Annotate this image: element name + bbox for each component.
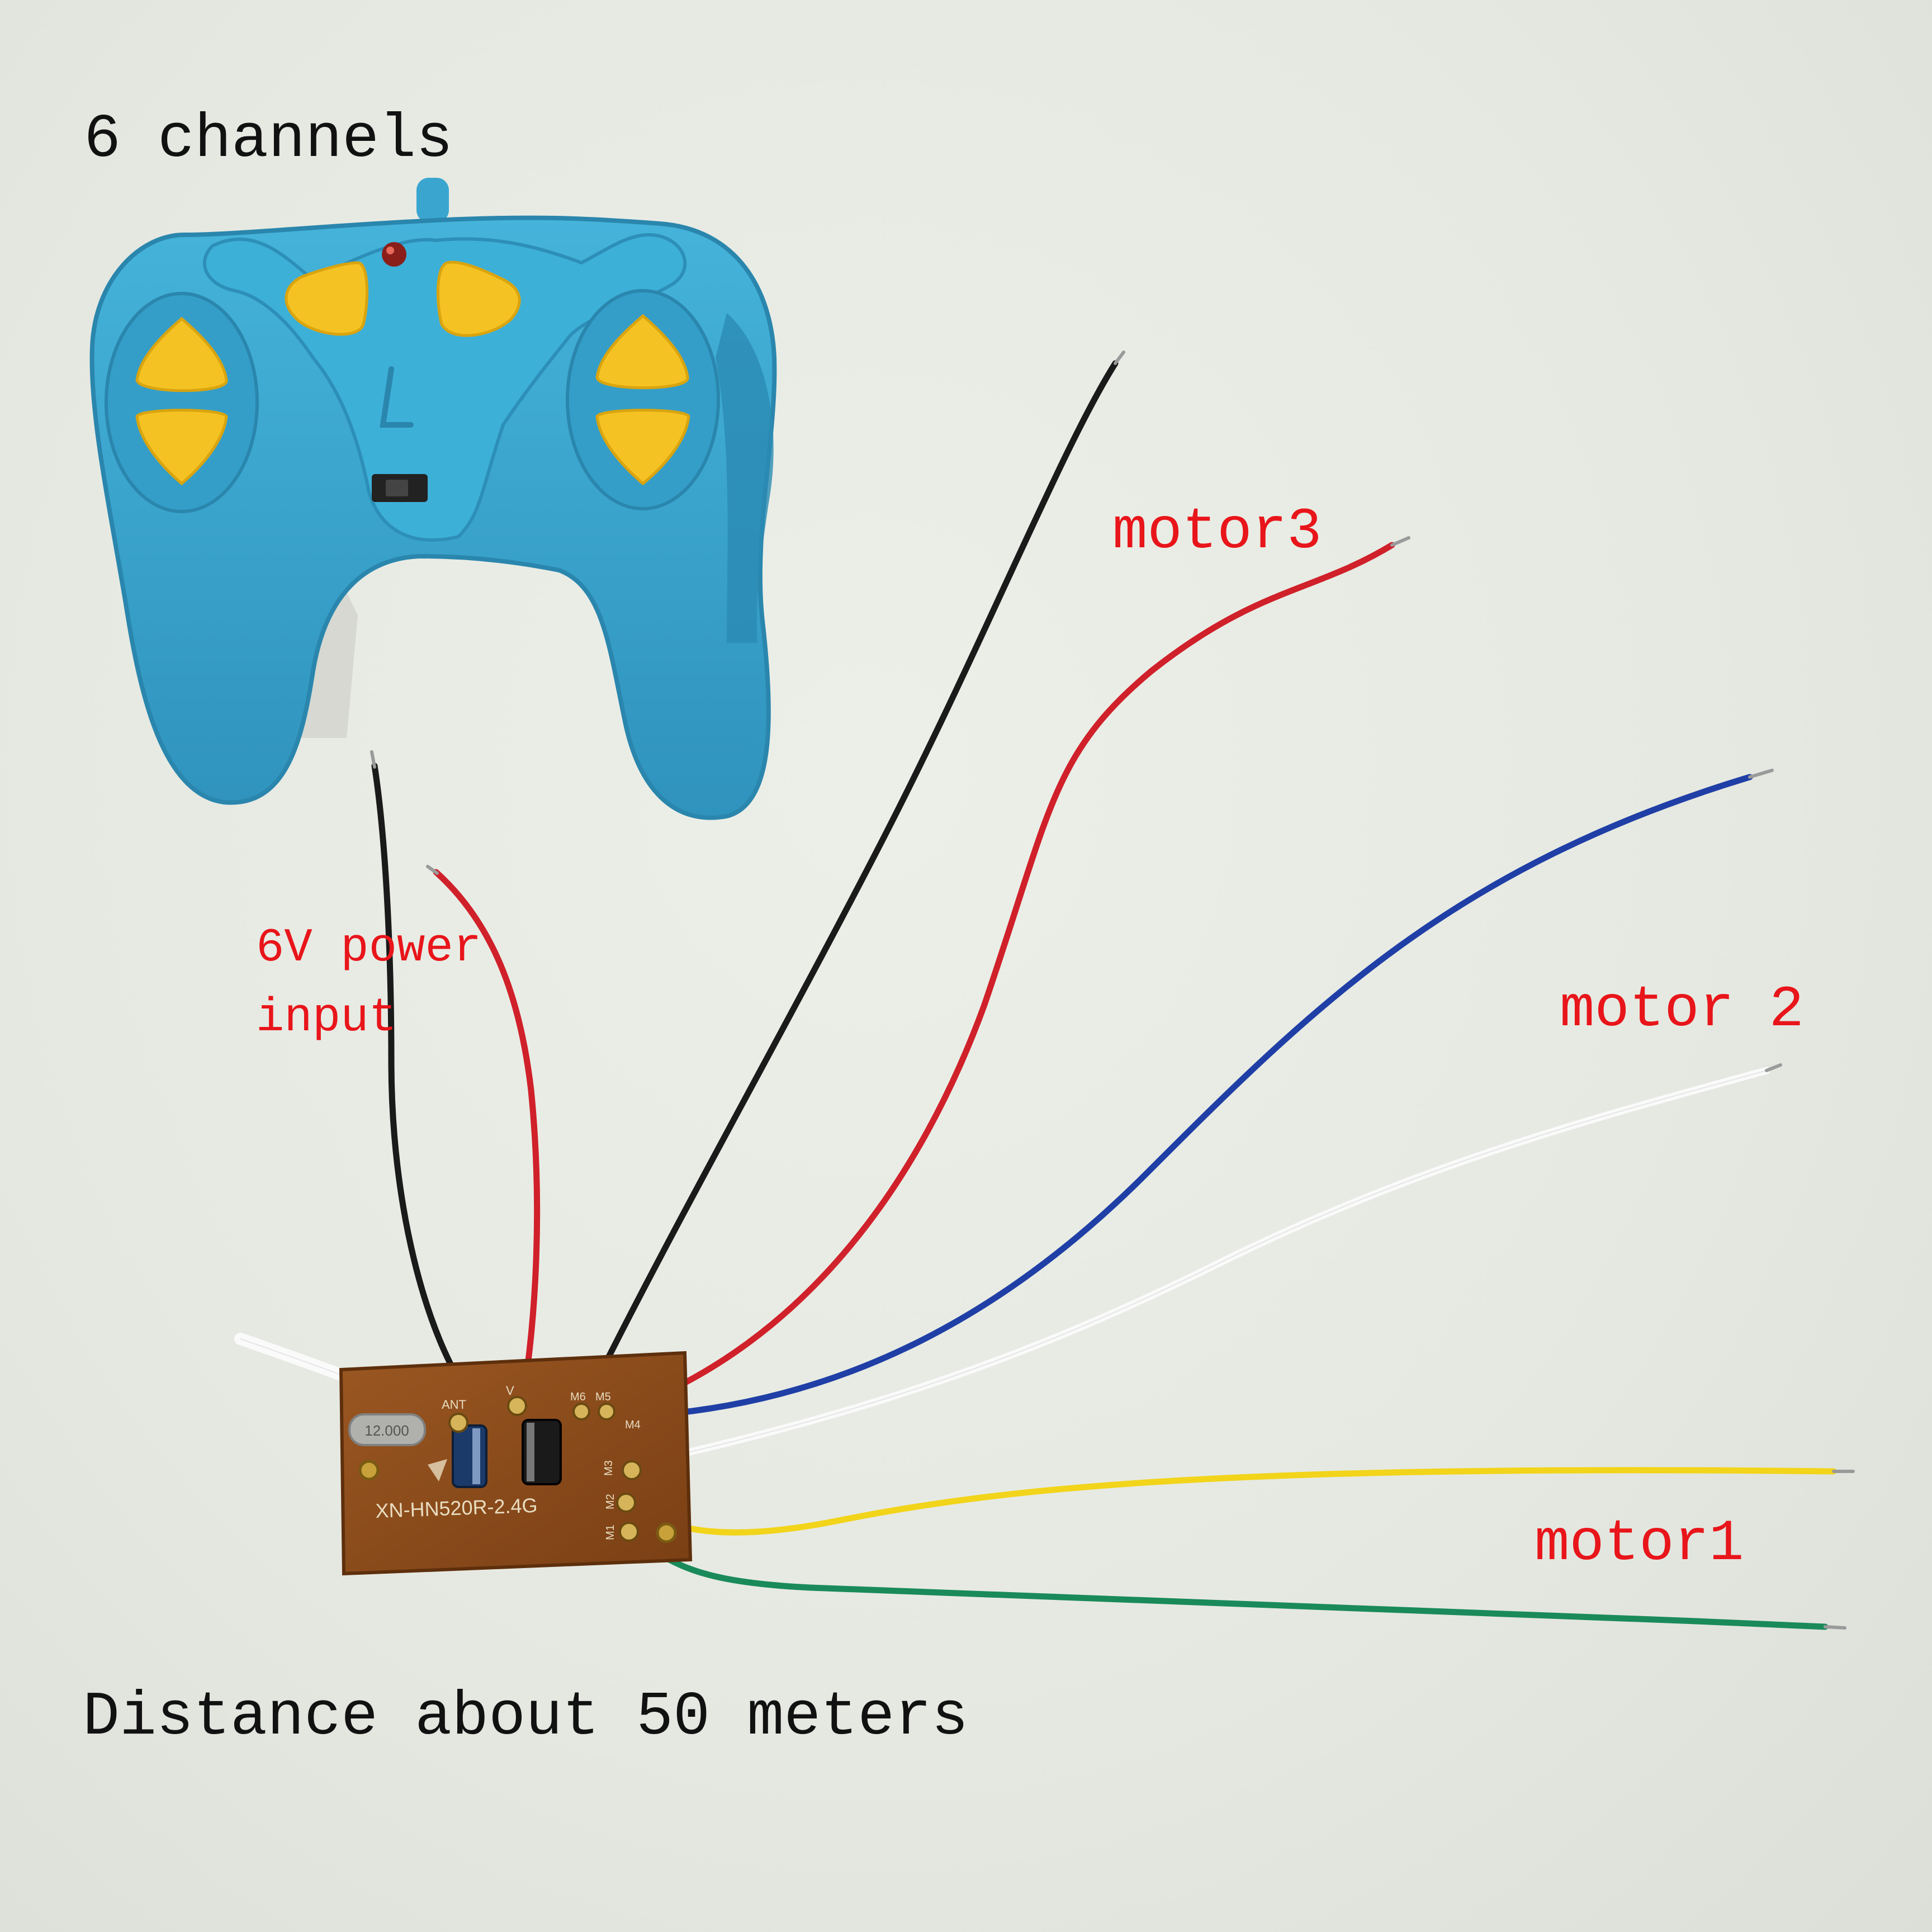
- pcb-pad-m1: M1: [604, 1524, 617, 1540]
- remote-antenna: [416, 178, 449, 222]
- power-input-label-line2: input: [256, 992, 397, 1045]
- motor3-red-wire: [617, 542, 1395, 1415]
- power-switch-knob: [386, 480, 408, 496]
- mount-hole-right: [656, 1522, 677, 1543]
- pcb-pad-ant: ANT: [442, 1398, 466, 1412]
- capacitor-2-stripe: [527, 1423, 534, 1481]
- left-up-button[interactable]: [135, 316, 228, 392]
- motor2-white-wire-edge: [620, 1070, 1767, 1468]
- channels-caption: 6 channels: [84, 105, 453, 175]
- capacitor-1-stripe: [472, 1428, 480, 1484]
- motor1-green-wire: [626, 1528, 1829, 1630]
- remote-led: [382, 242, 406, 267]
- motor2-white-wire-tip: [1765, 1063, 1782, 1072]
- motor1-green-wire-tip: [1824, 1625, 1846, 1630]
- mount-hole-left: [358, 1460, 380, 1481]
- motor1-yellow-wire: [626, 1467, 1837, 1536]
- pcb-pad-v: V: [506, 1384, 514, 1398]
- receiver-board: 12.000 ANT V M6 M5 M4 M3 M2 M1 XN-HN520R…: [339, 1351, 693, 1576]
- top-right-button[interactable]: [436, 261, 521, 337]
- power-input-label-line1: 6V power: [256, 922, 482, 975]
- left-button-pad: [105, 292, 259, 513]
- pcb-pad-m5: M5: [595, 1391, 611, 1403]
- motor3-black-wire: [584, 360, 1119, 1404]
- pcb-pad-m2: M2: [604, 1494, 617, 1509]
- remote-logo-mark: [380, 366, 414, 428]
- right-up-button[interactable]: [595, 314, 689, 390]
- pcb-pad-m4: M4: [625, 1419, 641, 1431]
- crystal-oscillator: [348, 1413, 426, 1446]
- power-red-wire-tip: [426, 865, 439, 875]
- right-down-button[interactable]: [595, 409, 690, 486]
- crystal-label: 12.000: [364, 1422, 409, 1439]
- right-button-pad: [566, 289, 720, 510]
- remote-led-shine: [386, 247, 394, 254]
- pad-m2-solder: [616, 1493, 636, 1513]
- motor1-label: motor1: [1535, 1511, 1744, 1577]
- remote-side: [716, 313, 774, 643]
- motor3-label: motor3: [1112, 499, 1322, 565]
- pad-m5-solder: [598, 1403, 615, 1420]
- motor2-blue-wire-tip: [1748, 769, 1774, 779]
- pcb-pad-m6: M6: [570, 1391, 586, 1403]
- pcb-model-label: XN-HN520R-2.4G: [375, 1494, 538, 1522]
- pad-m3-solder: [622, 1460, 642, 1480]
- pad-m6-solder: [572, 1403, 590, 1420]
- pcb-logo-mark: [428, 1459, 447, 1481]
- pad-v-solder: [507, 1396, 527, 1416]
- power-black-wire: [371, 763, 476, 1404]
- distance-caption: Distance about 50 meters: [83, 1683, 969, 1753]
- motor3-red-wire-tip: [1390, 536, 1410, 547]
- capacitor-1: [452, 1424, 487, 1488]
- motor2-blue-wire: [617, 774, 1753, 1420]
- power-red-wire: [433, 869, 541, 1404]
- pad-ant-solder: [448, 1413, 468, 1433]
- motor2-label: motor 2: [1560, 977, 1804, 1043]
- pad-m1-solder: [619, 1522, 639, 1542]
- power-black-wire-tip: [370, 750, 376, 769]
- left-down-button[interactable]: [135, 409, 228, 486]
- remote-controller: [89, 178, 777, 820]
- motor3-black-wire-tip: [1114, 351, 1125, 365]
- top-left-button[interactable]: [285, 261, 369, 336]
- pcb-pad-m3: M3: [603, 1460, 615, 1476]
